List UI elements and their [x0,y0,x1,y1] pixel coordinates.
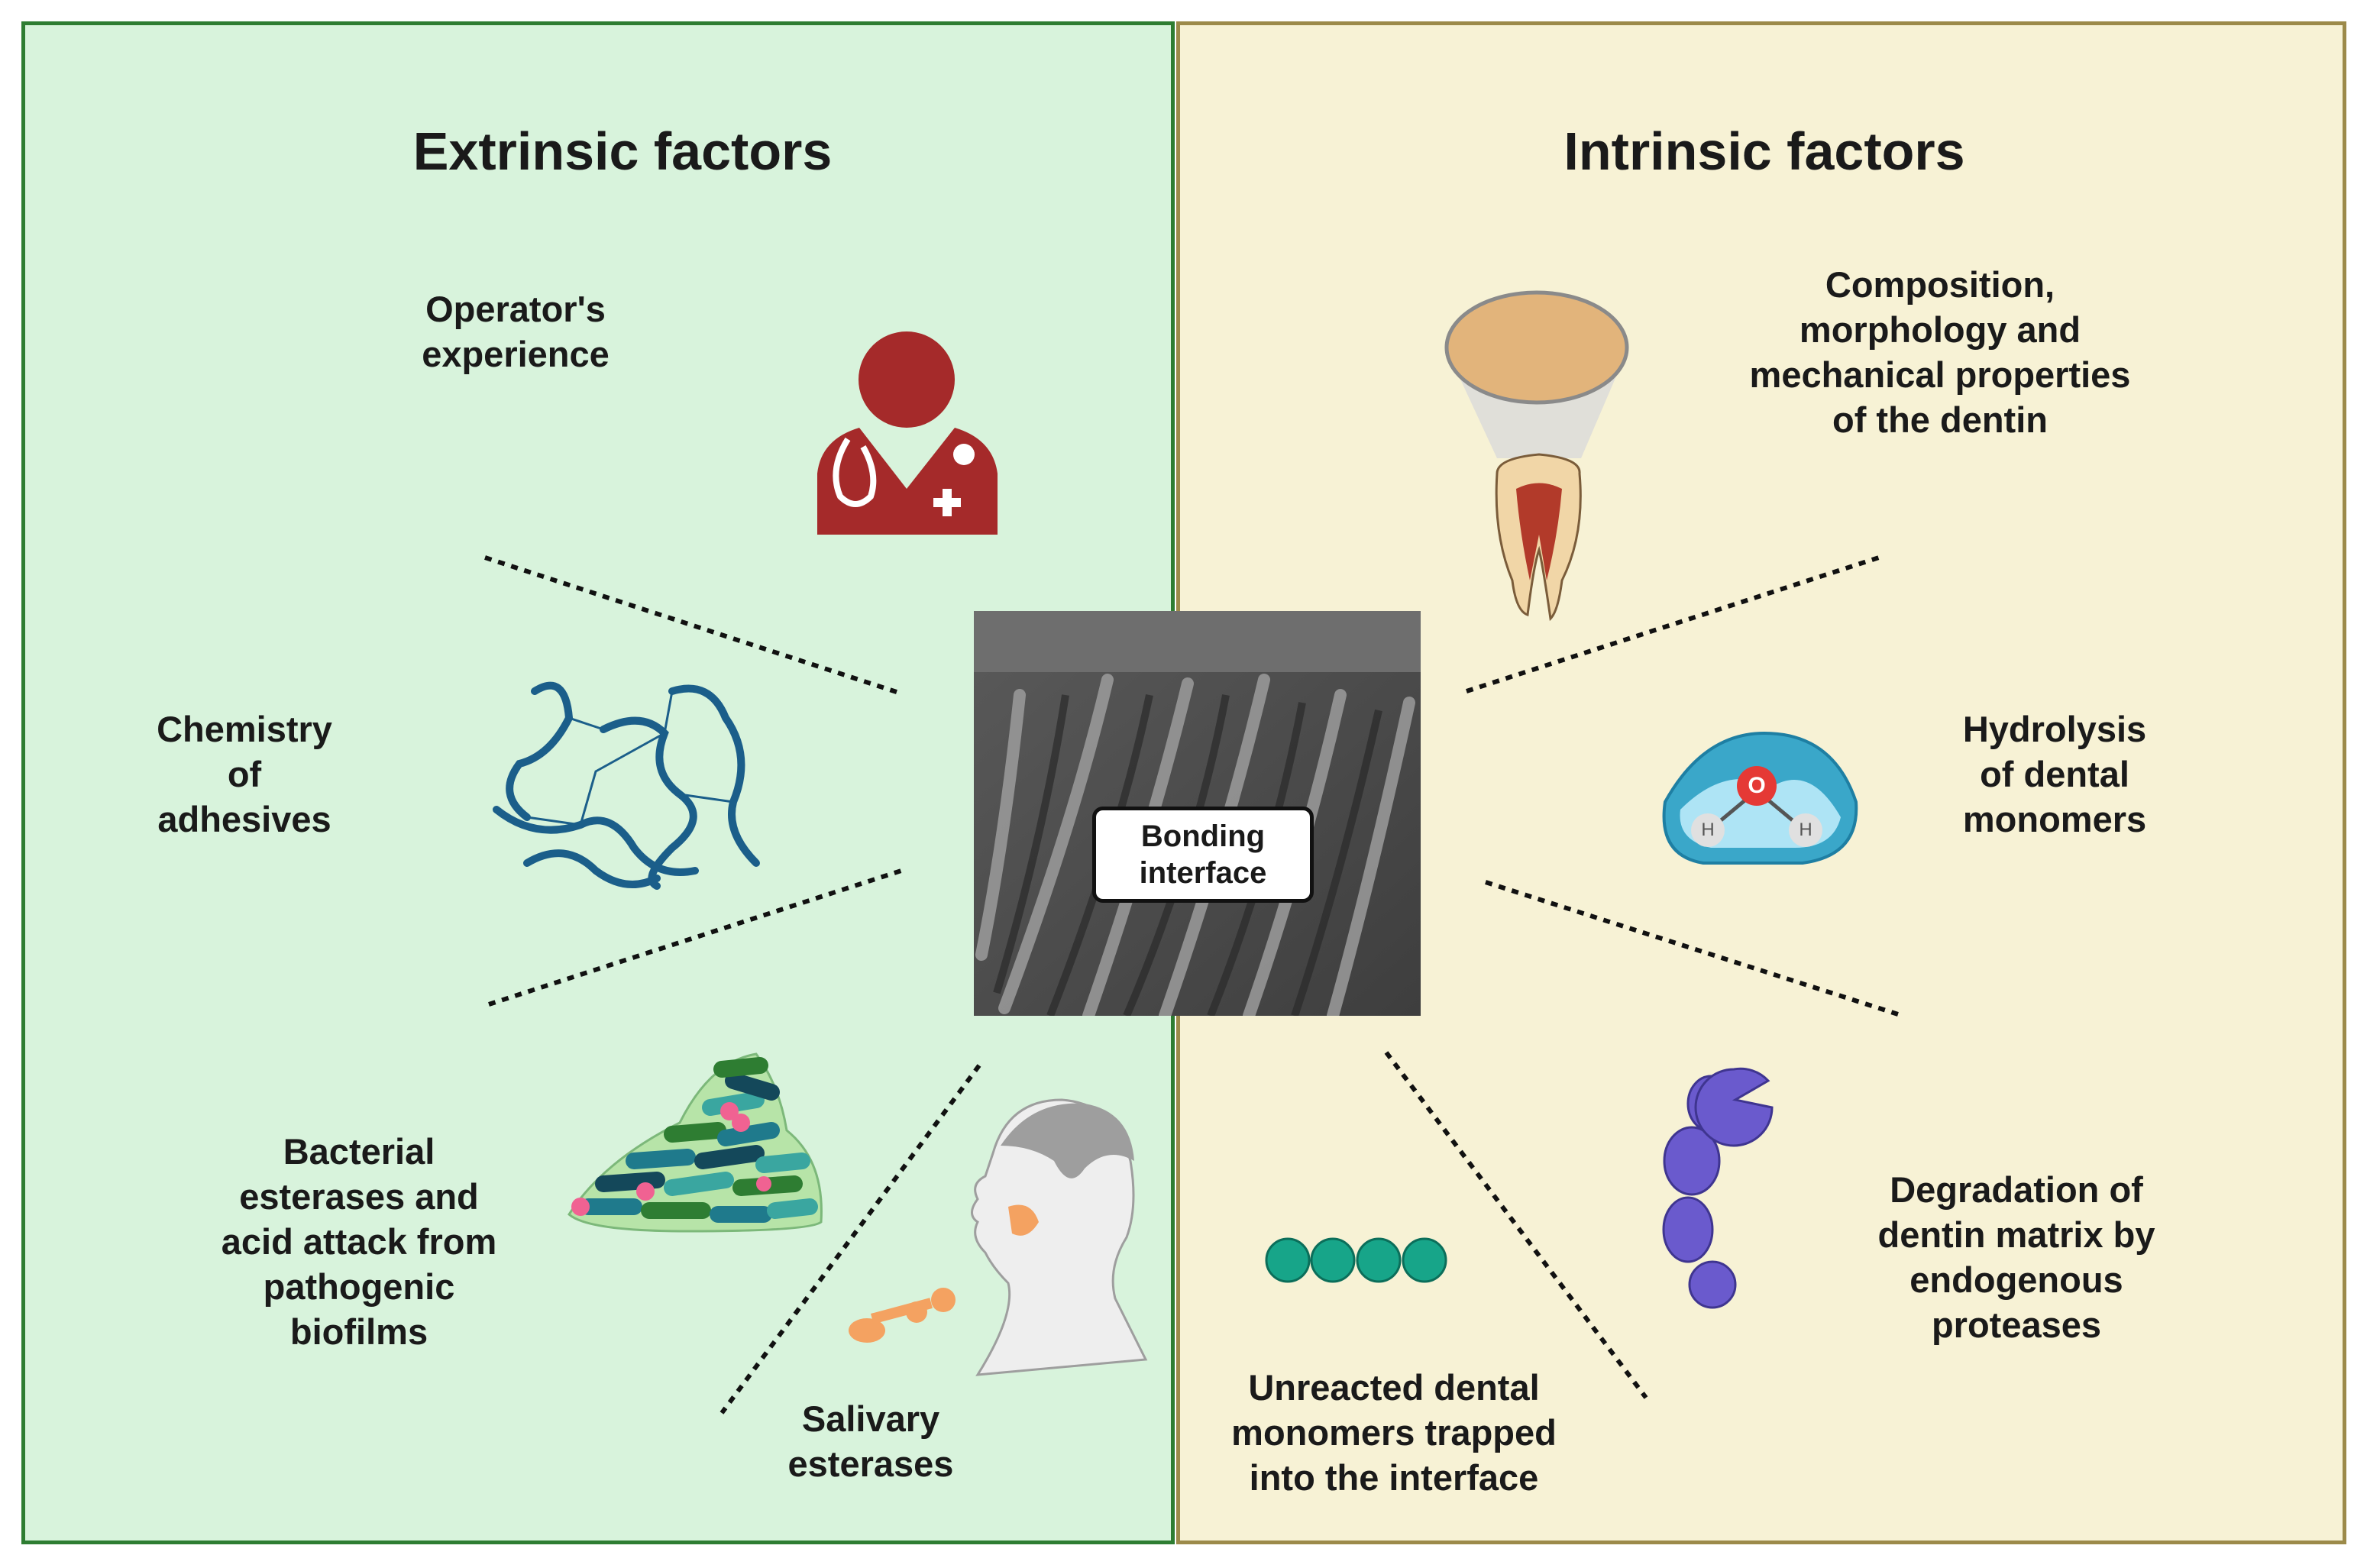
composition-label: Composition, morphology and mechanical p… [1749,264,2131,440]
connector-composition [1466,555,1880,693]
connector-unreacted [1384,1051,1648,1399]
tooth-dentin-icon [1444,290,1629,622]
extrinsic-title: Extrinsic factors [412,121,833,181]
connector-chemistry [488,868,902,1007]
connector-salivary [719,1064,981,1414]
monomer-chain-icon [1265,1237,1447,1283]
hydrolysis-label: Hydrolysis of dental monomers [1962,709,2147,839]
oxygen-atom: O [1737,766,1777,806]
unreacted-label: Unreacted dental monomers trapped into t… [1231,1367,1557,1498]
degradation-label: Degradation of dentin matrix by endogeno… [1877,1169,2155,1345]
protease-enzyme-icon [1662,1067,1774,1309]
bacterial-label: Bacterial esterases and acid attack from… [221,1131,497,1352]
bonding-interface-micrograph [974,611,1421,1016]
connector-lines [484,555,1899,1414]
operator-label: Operator's experience [422,289,610,374]
connector-operator [484,555,902,696]
salivary-gland-head-icon [971,1098,1148,1376]
hydrogen-atom-right: H [1789,813,1822,847]
saliva-molecule-icon [849,1288,956,1343]
intrinsic-title: Intrinsic factors [1563,121,1965,181]
salivary-label: Salivary esterases [787,1398,954,1484]
bacteria-biofilm-icon [567,1052,823,1233]
doctor-icon [817,331,998,535]
chemistry-label: Chemistry of adhesives [157,709,332,839]
hydrogen-atom-left: H [1691,813,1725,847]
bonding-interface-label: Bonding interface [1092,807,1314,903]
connector-hydrolysis [1485,880,1899,1017]
polymer-network-icon [493,681,760,890]
